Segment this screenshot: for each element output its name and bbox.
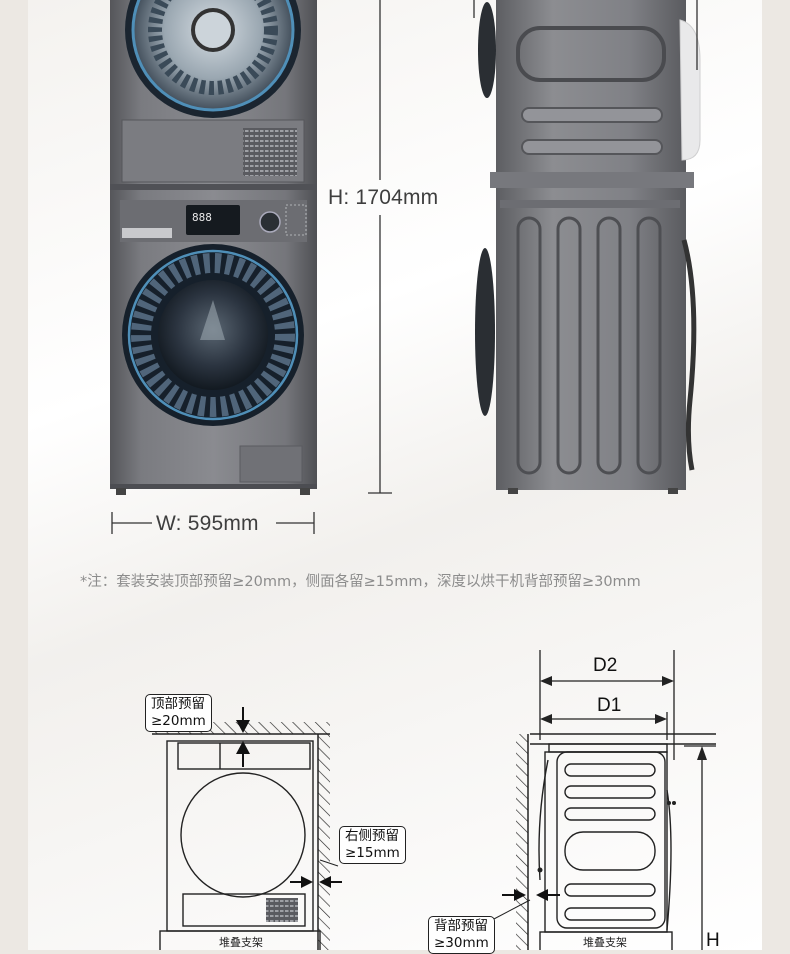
top-clearance-arrows: [236, 707, 250, 767]
front-dryer-outline: [159, 740, 321, 950]
washer-display: 888: [192, 211, 212, 224]
side-wall: [516, 734, 529, 950]
dryer-front: [110, 0, 317, 190]
washer-front: [110, 190, 317, 495]
installation-note: *注：套装安装顶部预留≥20mm，侧面各留≥15mm，深度以烘干机背部预留≥30…: [80, 574, 641, 590]
side-clearance-callout: 右侧预留 ≥15mm: [339, 826, 406, 864]
dimension-h: [684, 745, 716, 950]
dimension-d1: [540, 712, 668, 740]
width-label: W: 595mm: [156, 512, 259, 535]
height-dimension-line: [368, 0, 392, 494]
side-stand-label: 堆叠支架: [583, 936, 627, 949]
vent-grille: [266, 898, 298, 922]
d2-label: D2: [593, 655, 618, 676]
width-dimension-line: [111, 512, 315, 534]
side-clearance-arrows: [290, 876, 342, 888]
side-view: [475, 0, 701, 494]
side-dryer-outline: [530, 733, 716, 950]
top-clearance-callout: 顶部预留 ≥20mm: [145, 694, 212, 732]
back-clearance-callout: 背部预留 ≥30mm: [428, 916, 495, 954]
h-label: H: [706, 930, 720, 951]
d1-label: D1: [597, 695, 622, 716]
front-stand-label: 堆叠支架: [219, 936, 263, 949]
height-label: H: 1704mm: [328, 186, 439, 209]
dimension-d2: [539, 650, 675, 760]
drain-point: [537, 867, 543, 873]
back-clearance-arrows: [502, 889, 560, 901]
